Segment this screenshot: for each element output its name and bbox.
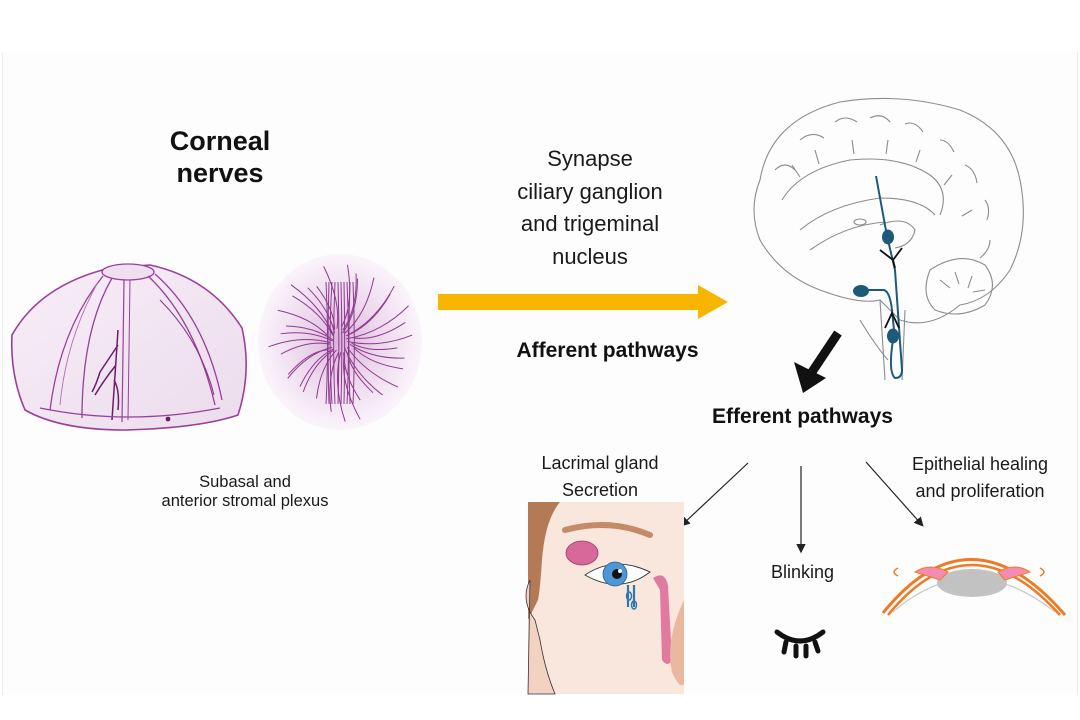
plexus-nerve-branch	[343, 356, 361, 420]
plexus-nerve-branch	[346, 346, 399, 388]
synapse-line-2: ciliary ganglion	[517, 178, 663, 204]
plexus-central-nerve	[348, 281, 351, 405]
plexus-nerve-branch	[337, 352, 346, 422]
efferent-pathways-label: Efferent pathways	[712, 405, 893, 428]
plexus-nerve-branch	[346, 293, 391, 337]
plexus-central-nerve	[337, 281, 340, 405]
plexus-nerve-branch	[346, 305, 409, 340]
caption-line-1: Subasal and	[199, 473, 291, 491]
plexus-nerve-branch	[323, 266, 339, 329]
epithelial-healing-label: Epithelial healing and proliferation	[885, 451, 1075, 505]
plexus-central-nerve	[340, 281, 343, 405]
plexus-central-nerve	[352, 281, 355, 405]
lacrimal-secretion-label: Lacrimal gland Secretion	[500, 450, 700, 504]
plexus-nerve-branch	[268, 339, 331, 348]
arrow-to-lacrimal	[680, 462, 749, 527]
title-line-2: nerves	[176, 157, 264, 188]
epithelial-line-2: and proliferation	[915, 481, 1045, 501]
plexus-nerve-branch	[292, 295, 334, 336]
synapse-line-3: and trigeminal	[520, 211, 660, 237]
plexus-central-nerve	[327, 281, 330, 405]
lacrimal-line-2: Secretion	[561, 480, 639, 500]
blinking-label: Blinking	[770, 562, 835, 582]
brain-illustration	[753, 97, 1024, 381]
corneal-nerves-title: Corneal nerves	[120, 126, 320, 190]
cornea-cross-section-illustration	[881, 558, 1067, 616]
efferent-main-arrow	[794, 330, 842, 393]
plexus-nerve-branch	[280, 342, 330, 355]
lacrimal-line-1: Lacrimal gland	[541, 453, 659, 473]
plexus-central-nerve	[333, 281, 336, 405]
plexus-nerve-branch	[347, 334, 413, 345]
closed-eye-icon	[774, 629, 826, 659]
face-lacrimal-illustration	[525, 502, 684, 695]
arrow-to-epithelial	[865, 461, 924, 527]
synapse-line-1: Synapse	[547, 146, 633, 171]
plexus-nerve-branch	[353, 347, 404, 370]
neural-pathway	[853, 175, 904, 380]
title-line-1: Corneal	[169, 126, 271, 156]
plexus-nerve-branch	[277, 309, 329, 337]
afferent-arrow	[438, 285, 728, 319]
plexus-caption: Subasal and anterior stromal plexus	[120, 473, 370, 512]
afferent-pathways-label: Afferent pathways	[516, 339, 699, 362]
cornea-dome-illustration	[10, 263, 247, 431]
synapse-line-4: nucleus	[552, 243, 628, 269]
caption-line-2: anterior stromal plexus	[161, 492, 329, 511]
subbasal-plexus-illustration	[258, 254, 422, 430]
synapse-label: Synapse ciliary ganglion and trigeminal …	[470, 143, 710, 273]
plexus-central-nerve	[329, 281, 333, 405]
plexus-nerve-branch	[354, 321, 406, 339]
plexus-nerve-branch	[280, 332, 333, 342]
epithelial-line-1: Epithelial healing	[911, 454, 1049, 474]
plexus-nerve-branch	[287, 349, 327, 375]
plexus-nerve-branch	[343, 346, 383, 396]
plexus-central-nerve	[343, 281, 346, 405]
